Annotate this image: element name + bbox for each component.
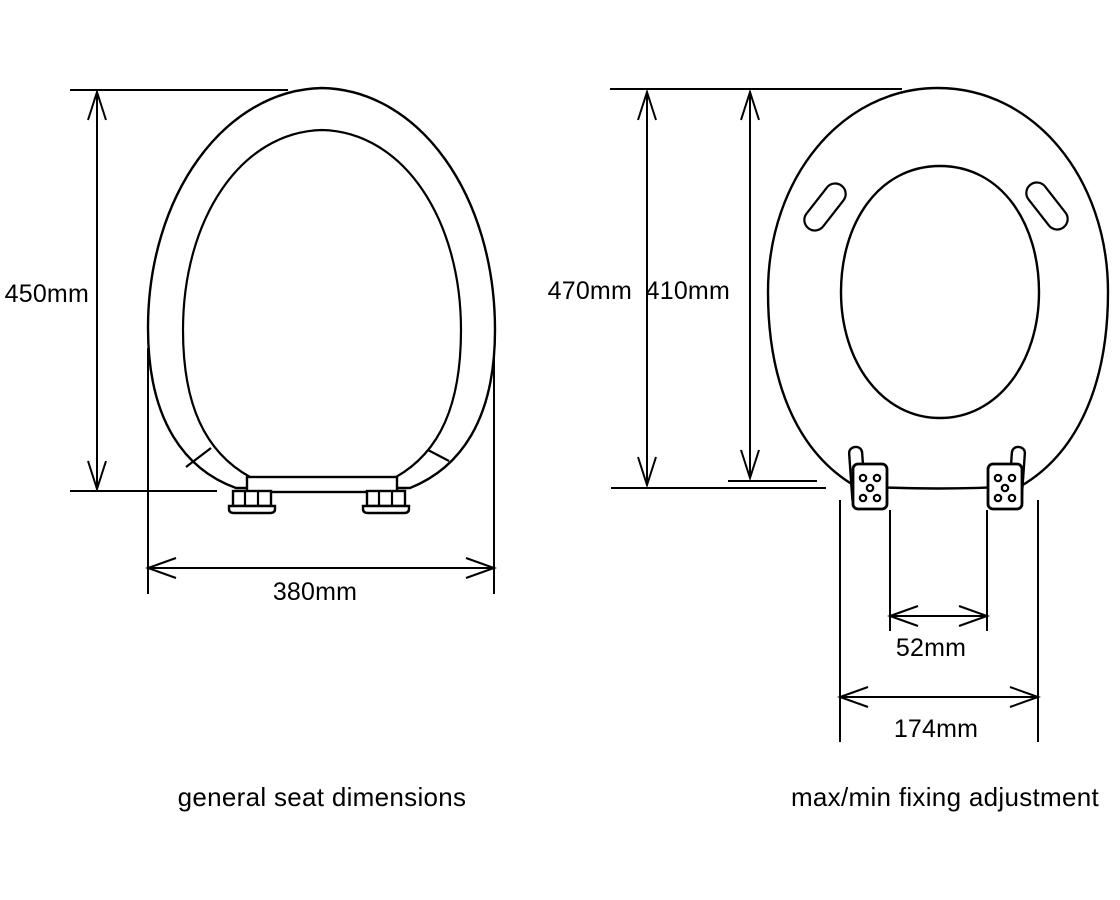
bolt-body	[231, 489, 273, 508]
arrow-left	[837, 686, 869, 708]
arrow-up	[740, 88, 760, 121]
arrow-down	[740, 449, 760, 482]
right-seat-drawing	[766, 86, 1110, 511]
width-380-label: 380mm	[273, 578, 357, 606]
seat-lid-outer-outline	[146, 86, 497, 490]
left-diagram: 450mm 380mm general seat dimensions	[5, 86, 497, 812]
hinge-bolt-left	[227, 489, 277, 515]
arrow-down	[637, 456, 657, 489]
fixing-hole	[993, 493, 1003, 503]
fixing-hole	[1007, 493, 1017, 503]
arrow-down	[87, 460, 107, 493]
arrow-right	[958, 605, 990, 627]
arrow-left	[145, 557, 177, 579]
fixing-hole	[858, 493, 868, 503]
fixing-max-dimension: 174mm	[837, 500, 1041, 743]
buffer-slot-right	[1025, 181, 1069, 231]
seat-lid-inner-line	[181, 128, 463, 478]
height-450-label: 450mm	[5, 280, 89, 308]
buffer-slot-left	[803, 182, 847, 232]
left-caption: general seat dimensions	[178, 782, 467, 812]
arrow-up	[637, 88, 657, 121]
right-seat-height-dimension: 410mm	[646, 88, 817, 482]
hinge-fixing-left	[847, 445, 889, 511]
height-470-label: 470mm	[548, 277, 632, 305]
left-seat-drawing	[146, 86, 497, 515]
hinge-bar	[245, 475, 399, 494]
right-caption: max/min fixing adjustment	[791, 782, 1100, 812]
seat-seam-left	[185, 447, 212, 468]
arrow-left	[887, 605, 919, 627]
arrow-up	[87, 88, 107, 121]
hinge-fixing-right	[986, 445, 1027, 511]
left-width-dimension: 380mm	[145, 348, 497, 606]
arrow-right	[1009, 686, 1041, 708]
bolt-ribs	[377, 491, 394, 506]
fixing-hole	[872, 473, 882, 483]
height-410-label: 410mm	[646, 277, 730, 305]
fixing-hole	[865, 483, 875, 493]
fixing-hole	[1007, 473, 1017, 483]
hinge-bolt-right	[361, 489, 411, 515]
fixing-hole	[1000, 483, 1010, 493]
fixing-hole	[872, 493, 882, 503]
fixing-min-dimension: 52mm	[887, 510, 990, 662]
max-174-label: 174mm	[894, 715, 978, 743]
fixing-hole	[993, 473, 1003, 483]
min-52-label: 52mm	[896, 634, 966, 662]
right-diagram: 470mm 410mm 52mm 174mm max	[548, 86, 1110, 812]
seat-ring-opening	[839, 164, 1041, 420]
seat-seam-right	[427, 449, 450, 462]
bolt-flange	[361, 504, 411, 515]
bolt-body	[365, 489, 407, 508]
left-height-dimension: 450mm	[5, 88, 288, 493]
fixing-hole	[858, 473, 868, 483]
right-overall-height-dimension: 470mm	[548, 88, 902, 489]
arrow-right	[465, 557, 497, 579]
bolt-ribs	[243, 491, 260, 506]
bolt-flange	[227, 504, 277, 515]
